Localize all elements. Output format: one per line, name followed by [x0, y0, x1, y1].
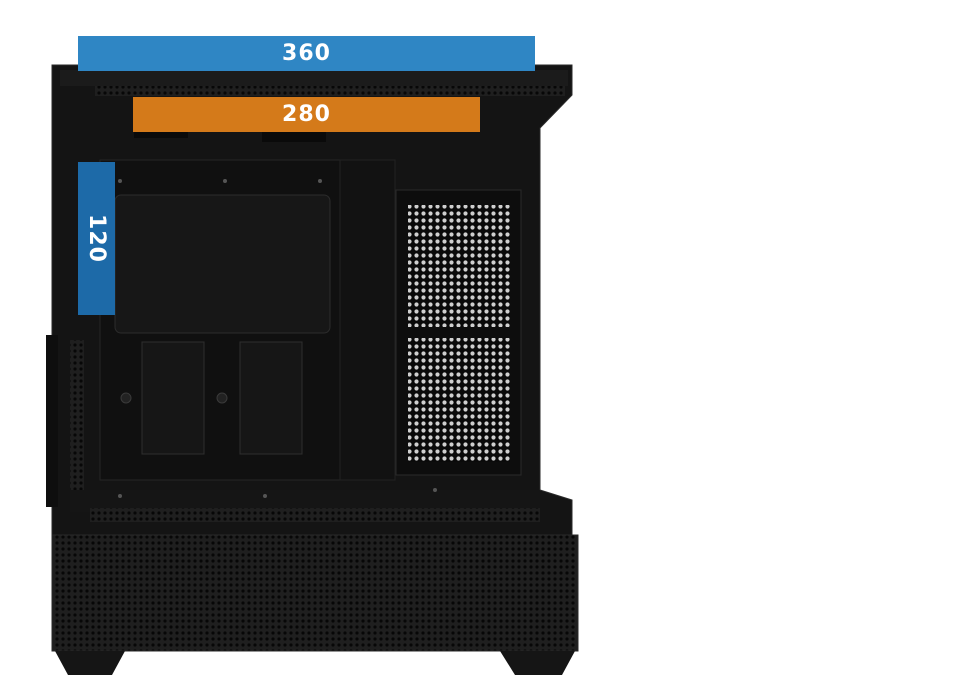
mount-plate-right: [239, 341, 303, 455]
radiator-label-120: 120: [78, 162, 115, 315]
screw: [263, 494, 267, 498]
cpu-cutout: [114, 194, 331, 334]
screw: [118, 494, 122, 498]
radiator-label-360: 360: [78, 36, 535, 71]
standoff-left: [120, 392, 132, 404]
bottom-shelf: [70, 490, 540, 512]
screw: [223, 179, 227, 183]
screw: [118, 179, 122, 183]
foot-left: [55, 651, 125, 675]
mount-plate-left: [141, 341, 205, 455]
screw: [318, 179, 322, 183]
radiator-label-280: 280: [133, 97, 480, 132]
standoff-right: [216, 392, 228, 404]
top-rail: [60, 70, 568, 86]
psu-shroud: [51, 534, 579, 652]
foot-right: [500, 651, 575, 675]
bottom-shelf-mesh: [90, 508, 540, 522]
fan-mesh-lower: [408, 338, 510, 462]
screw: [433, 488, 437, 492]
fan-mesh-upper: [408, 205, 510, 327]
radiator-label-120-text: 120: [84, 214, 109, 263]
radiator-label-360-text: 360: [282, 41, 331, 66]
divider-column: [339, 159, 396, 481]
top-mesh-strip: [95, 86, 565, 96]
top-bracket-recess-left: [134, 128, 188, 138]
front-vent-strip: [70, 340, 84, 500]
front-edge-panel: [46, 335, 58, 507]
radiator-label-280-text: 280: [282, 102, 331, 127]
